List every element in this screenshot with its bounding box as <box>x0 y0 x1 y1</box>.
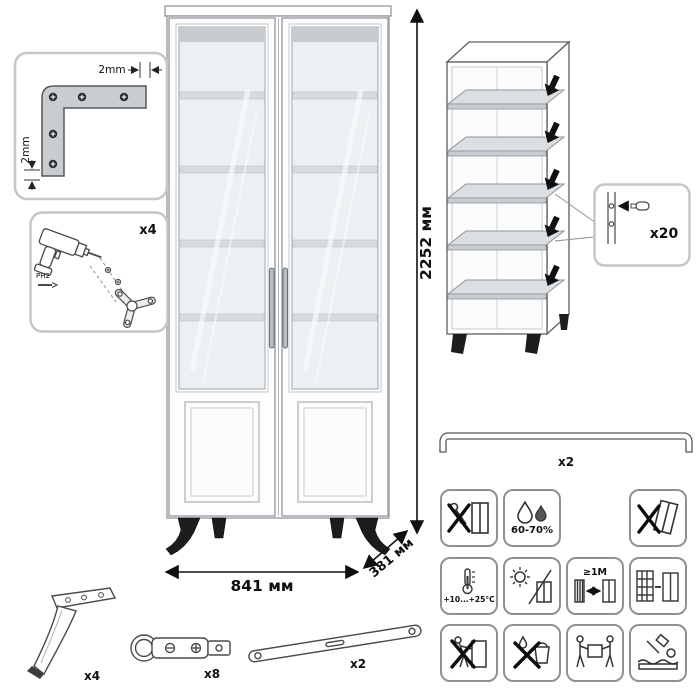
shelfcab-legs <box>451 314 569 354</box>
care-icon-no-wet-clean <box>503 624 561 682</box>
shelf-assembly-view <box>445 40 604 354</box>
hinge-count-label: x8 <box>204 667 220 681</box>
care-icon-radiator-distance <box>629 557 687 615</box>
care-icon-no-scratch <box>440 489 498 547</box>
handle-count-label: x2 <box>558 455 574 469</box>
leg-plate-holes <box>65 592 104 603</box>
bracket-dim-top-label: 2mm <box>98 64 125 76</box>
sun-shade-icon <box>510 567 552 605</box>
width-dimension-label: 841 мм <box>230 577 293 595</box>
strap-part: x2 <box>248 624 422 671</box>
mounting-screws <box>104 266 122 286</box>
right-shelves <box>292 91 378 322</box>
detail-box-border <box>593 183 691 267</box>
drill-icon <box>33 228 102 277</box>
humidity-drops-icon <box>517 500 547 524</box>
cabinet-top-panel <box>164 5 392 17</box>
drill-detail: x4 PH2 <box>29 211 169 333</box>
drill-bit-icon <box>38 281 59 289</box>
cabinet-front-view: 2252 мм 841 мм 381 мм <box>164 5 435 595</box>
height-dimension-label: 2252 мм <box>417 206 435 280</box>
temperature-label: +10...+25°C <box>443 595 495 605</box>
leg-count-label: x4 <box>84 669 100 683</box>
shelf-pin-count-label: x20 <box>650 226 679 242</box>
corner-bracket-detail: 2mm 2mm <box>13 51 169 201</box>
humidity-label: 60-70% <box>510 524 553 536</box>
leg-part: x4 <box>27 587 117 683</box>
drill-count-label: x4 <box>139 223 156 238</box>
no-scratch-icon <box>447 502 489 534</box>
hinge-part: x8 <box>130 634 231 681</box>
carry-together-icon <box>576 635 614 668</box>
no-wet-clean-icon <box>513 635 550 669</box>
insert-arrow-icons <box>544 74 560 286</box>
cabinet-distance-icon <box>574 579 616 603</box>
care-icon-no-drag <box>440 624 498 682</box>
left-shelves <box>179 91 265 322</box>
shelves <box>446 89 566 300</box>
bracket-dim-top <box>128 62 162 78</box>
care-icon-assembly-surface <box>629 624 687 682</box>
distance-label: ≥1M <box>582 566 608 578</box>
assembly-guide-lines <box>89 257 127 303</box>
cabinet-left-door <box>168 17 276 517</box>
panel-edge <box>607 192 616 244</box>
detail-box-border <box>13 51 169 201</box>
cabinet-right-door <box>281 17 389 517</box>
bracket-dim-side <box>24 160 40 190</box>
hinge-icon <box>130 634 231 662</box>
care-icon-distance: ≥1M <box>566 557 624 615</box>
care-icon-temperature: +10...+25°C <box>440 557 498 615</box>
strap-icon <box>248 624 422 663</box>
assembly-surface-icon <box>637 633 679 670</box>
height-dimension: 2252 мм <box>409 8 435 535</box>
thermometer-icon <box>462 568 475 595</box>
radiator-distance-icon <box>636 570 679 602</box>
width-dimension: 841 мм <box>164 564 360 595</box>
care-icon-no-tilt <box>629 489 687 547</box>
handle-part: x2 <box>439 432 693 469</box>
leg-bracket-icon <box>114 288 156 328</box>
care-icon-carry-together <box>566 624 624 682</box>
left-door-panel <box>184 401 260 503</box>
strap-count-label: x2 <box>350 657 366 671</box>
shelf-pin-icon <box>617 200 650 212</box>
care-icon-sun-shade <box>503 557 561 615</box>
bracket-dim-side-label: 2mm <box>20 136 32 163</box>
furniture-leg-icon <box>33 587 117 676</box>
handle-bar-icon <box>439 432 693 453</box>
care-icon-humidity: 60-70% <box>503 489 561 547</box>
cabinet-legs <box>165 517 391 556</box>
drill-bit-label: PH2 <box>36 272 50 280</box>
shelf-pin-detail: x20 <box>593 183 691 267</box>
no-drag-icon <box>450 636 487 669</box>
right-door-panel <box>297 401 373 503</box>
no-tilt-icon <box>637 499 679 535</box>
leg-foot-tip <box>27 666 44 679</box>
door-handle-bars <box>269 267 288 349</box>
